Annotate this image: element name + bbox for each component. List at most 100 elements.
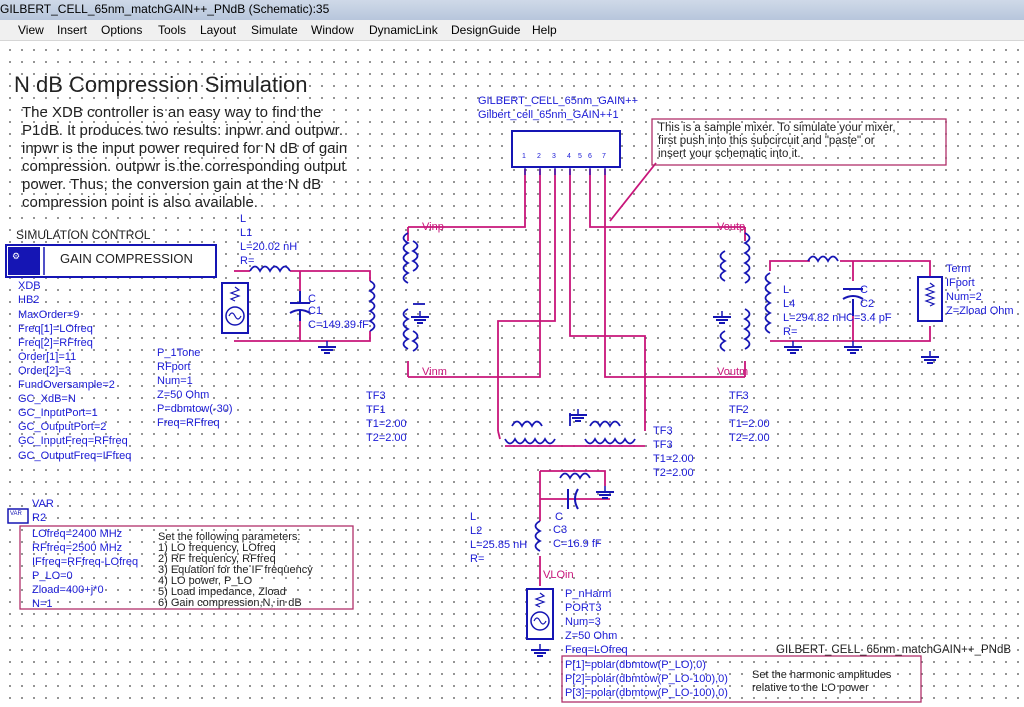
l4-value: L=294.82 nH [783,312,847,324]
menu-layout[interactable]: Layout [200,23,237,37]
c3-value: C=16.9 fF [553,538,602,550]
inductor-l1 [249,265,291,273]
menu-view[interactable]: View [18,23,44,37]
tf3-param: T2=2.00 [653,467,694,479]
subcircuit-name: GILBERT_CELL_65nm_GAIN++ [478,95,638,107]
term-param: Num=2 [946,291,982,303]
net-label-vinm: Vinm [422,366,447,378]
xdb-type: XDB [18,280,41,292]
l1-resistance: R= [240,255,255,267]
menu-tools[interactable]: Tools [158,23,187,37]
menu-window[interactable]: Window [311,23,354,37]
param-note-line: 6) Gain compression,N, in dB [158,597,302,609]
subcircuit-pin: 3 [552,153,556,160]
net-label-vinp: Vinp [422,221,444,233]
capacitor-c1 [289,291,311,321]
gilbert-cell-block [511,130,621,175]
tf2-name: TF2 [729,404,749,416]
subcircuit-pin: 4 [567,153,571,160]
l4-name: L4 [783,298,796,310]
xdb-param: GC_InputPort=1 [18,407,98,419]
menu-designguide[interactable]: DesignGuide [451,23,521,37]
gain-compression-button[interactable]: GAIN COMPRESSION [60,251,193,266]
tf1-type: TF3 [366,390,386,402]
p1tone-param: P=dbmtow(-30) [157,403,233,415]
var-param: RFfreq=2500 MHz [32,542,123,554]
inductor-l4 [764,255,839,334]
pnharm-type: P_nHarm [565,588,612,600]
mixer-note-box [651,118,947,166]
c2-name: C2 [860,298,875,310]
harm-note-line: relative to the LO power [752,682,869,694]
harm-param: P[3]=polar(dbmtow(P_LO-100),0) [565,687,728,699]
term-name: IFport [946,277,975,289]
pnharm-name: PORT3 [565,602,602,614]
xdb-param: Order[1]=11 [18,351,77,363]
menu-help[interactable]: Help [532,23,557,37]
var-note-box [19,525,354,610]
param-note-line: 2) RF frequency, RFfreq [158,553,276,565]
subcircuit-pin: 2 [537,153,541,160]
description-line-2: P1dB. It produces two results: inpwr and… [22,122,343,139]
xdb-param: GC_XdB=N [18,393,76,405]
menu-bar: View Insert Options Tools Layout Simulat… [0,20,1024,41]
description-line-6: compression point is also available. [22,194,258,211]
capacitor-c3 [567,488,579,510]
window-title: GILBERT_CELL_65nm_matchGAIN++_PNdB (Sche… [0,2,330,16]
subcircuit-pin: 7 [602,153,606,160]
tf1-param: T1=2.00 [366,418,407,430]
xdb-param: GC_InputFreq=RFfreq [18,435,128,447]
l4-type: L [783,284,790,296]
xdb-param: GC_OutputFreq=IFfreq [18,450,132,462]
l2-resistance: R= [470,553,485,565]
pnharm-param: Z=50 Ohm [565,630,618,642]
var-param: N=1 [32,598,53,610]
c3-name: C3 [553,524,568,536]
menu-dynamiclink[interactable]: DynamicLink [369,23,438,37]
l1-name: L1 [240,227,253,239]
var-param: LOfreq=2400 MHz [32,528,123,540]
net-label-voutm: Voutm [717,366,749,378]
if-term [917,276,943,322]
subcircuit-pin: 5 [578,153,582,160]
p1tone-param: Z=50 Ohm [157,389,210,401]
schematic-canvas[interactable]: N dB Compression Simulation The XDB cont… [0,41,1024,707]
xdb-param: Order[2]=3 [18,365,71,377]
c2-type: C [860,284,868,296]
net-label-voutp: Voutp [717,221,746,233]
subcircuit-instance: Gilbert_cell_65nm_GAIN++1 [478,109,619,121]
design-name: GILBERT_CELL_65nm_matchGAIN++_PNdB [776,644,1012,656]
tf1-param: T2=2.00 [366,432,407,444]
subcircuit-pin: 6 [588,153,592,160]
param-note-line: 5) Load impedance, Zload [158,586,286,598]
schematic-drawing [5,118,947,703]
c2-value: C=3.4 pF [846,312,892,324]
var-param: Zload=400+j*0 [32,584,104,596]
c3-type: C [555,511,563,523]
tf2-param: T1=2.00 [729,418,770,430]
description-line-5: power. Thus, the conversion gain at the … [22,176,322,193]
menu-options[interactable]: Options [101,23,143,37]
param-note-line: 1) LO frequency, LOfreq [158,542,276,554]
l1-type: L [240,213,247,225]
l1-value: L=20.02 nH [240,241,298,253]
mixer-note-line: insert your schematic into it. [658,148,801,160]
pnharm-param: Num=3 [565,616,601,628]
var-name: R2 [32,512,47,524]
subcircuit-pin: 1 [522,153,526,160]
inductor-l2 [534,472,591,552]
param-note-line: 4) LO power, P_LO [158,575,253,587]
pnharm-param: Freq=LOfreq [565,644,628,656]
menu-insert[interactable]: Insert [57,23,88,37]
term-type: Term [946,263,971,275]
xdb-param: GC_OutputPort=2 [18,421,107,433]
term-param: Z=Zload Ohm [946,305,1014,317]
p1tone-type: P_1Tone [157,347,201,359]
var-title: VAR [32,498,54,510]
l2-type: L [470,511,477,523]
transformer-tf1 [402,232,425,352]
l2-value: L=25.85 nH [470,539,528,551]
menu-simulate[interactable]: Simulate [251,23,298,37]
mixer-note-line: This is a sample mixer. To simulate your… [658,122,896,134]
param-note-line: Set the following parameters: [158,531,301,543]
